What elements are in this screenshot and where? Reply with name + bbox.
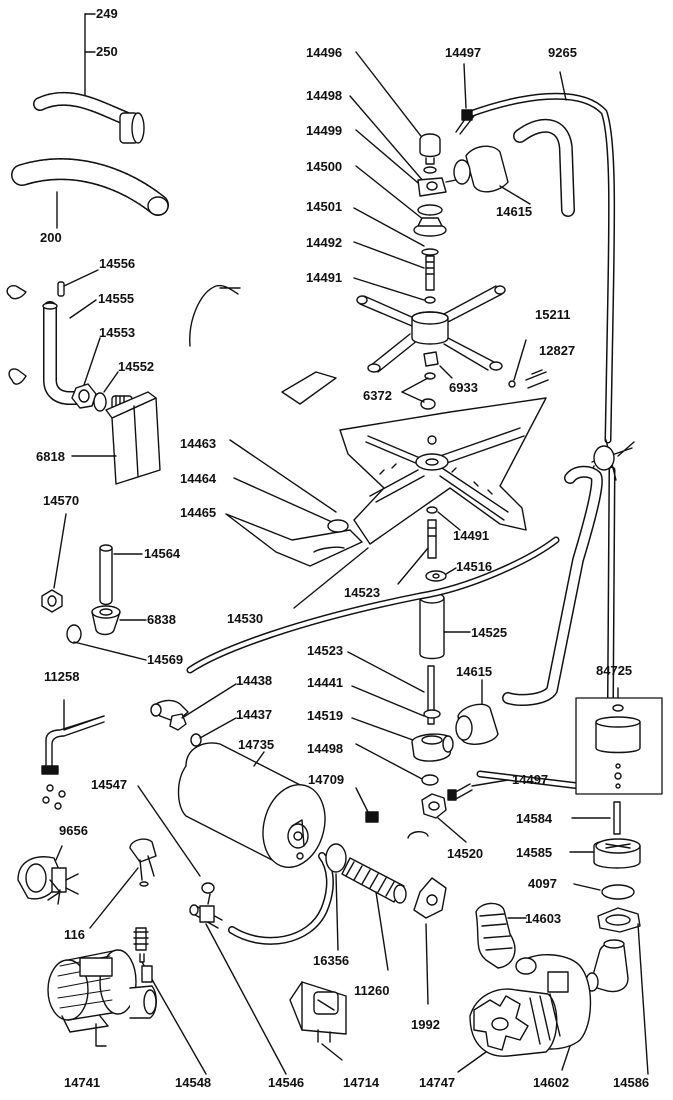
part-label-14492: 14492 [306,235,343,250]
part-label-14556: 14556 [99,256,136,271]
part-label-6838: 6838 [147,612,176,627]
corrugated-hose-200 [11,158,169,216]
part-label-14465: 14465 [180,505,217,520]
part-label-116: 116 [64,927,85,942]
part-label-14602: 14602 [533,1075,570,1090]
part-label-14523-lower: 14523 [307,643,344,658]
part-label-14464: 14464 [180,471,217,486]
part-label-14584: 14584 [516,811,553,826]
part-label-14519: 14519 [307,708,344,723]
part-label-9265: 9265 [548,45,577,60]
part-label-14548: 14548 [175,1075,212,1090]
part-label-14741: 14741 [64,1075,101,1090]
part-label-249: 249 [96,6,118,21]
part-label-14523-upper: 14523 [344,585,381,600]
part-label-14491-top: 14491 [306,270,343,285]
part-label-14463: 14463 [180,436,217,451]
part-label-14546: 14546 [268,1075,305,1090]
part-label-14714: 14714 [343,1075,380,1090]
part-label-14552: 14552 [118,359,155,374]
part-label-14569: 14569 [147,652,184,667]
part-label-14520: 14520 [447,846,484,861]
part-label-14603: 14603 [525,911,562,926]
part-label-14516: 14516 [456,559,493,574]
part-label-4097: 4097 [528,876,557,891]
part-label-6818: 6818 [36,449,65,464]
part-label-1992: 1992 [411,1017,440,1032]
part-label-14747: 14747 [419,1075,456,1090]
part-label-14709: 14709 [308,772,345,787]
part-label-11258: 11258 [44,669,80,684]
part-label-14497-top: 14497 [445,45,482,60]
part-label-6933: 6933 [449,380,478,395]
part-label-14586: 14586 [613,1075,650,1090]
part-label-14547: 14547 [91,777,128,792]
part-label-6372: 6372 [363,388,392,403]
part-label-14615-top: 14615 [496,204,533,219]
part-label-14735: 14735 [238,737,275,752]
part-label-16356: 16356 [313,953,350,968]
part-label-200: 200 [40,230,62,245]
part-label-11260: 11260 [354,983,390,998]
part-label-84725: 84725 [596,663,633,678]
part-label-14555: 14555 [98,291,135,306]
part-label-14491-lower: 14491 [453,528,490,543]
corrugated-hose-250 [33,91,145,144]
part-label-14525: 14525 [471,625,508,640]
part-label-9656: 9656 [59,823,88,838]
part-label-14570: 14570 [43,493,80,508]
part-label-14553: 14553 [99,325,136,340]
part-label-14438: 14438 [236,673,273,688]
water-tank [177,742,326,869]
pump-motor [47,949,157,1047]
part-label-14498-top: 14498 [306,88,343,103]
part-label-12827: 12827 [539,343,576,358]
part-label-14615-lower: 14615 [456,664,493,679]
part-label-14441: 14441 [307,675,344,690]
part-label-14496: 14496 [306,45,343,60]
part-label-14499: 14499 [306,123,343,138]
part-label-14498-lower: 14498 [307,741,344,756]
part-label-14501: 14501 [306,199,343,214]
part-label-14530: 14530 [227,611,264,626]
part-label-14585: 14585 [516,845,553,860]
part-label-14500: 14500 [306,159,343,174]
part-label-250: 250 [96,44,118,59]
part-label-14497-lower: 14497 [512,772,549,787]
part-label-15211: 15211 [535,307,571,322]
part-label-14564: 14564 [144,546,181,561]
drain-pump [469,954,592,1057]
part-label-14437: 14437 [236,707,273,722]
